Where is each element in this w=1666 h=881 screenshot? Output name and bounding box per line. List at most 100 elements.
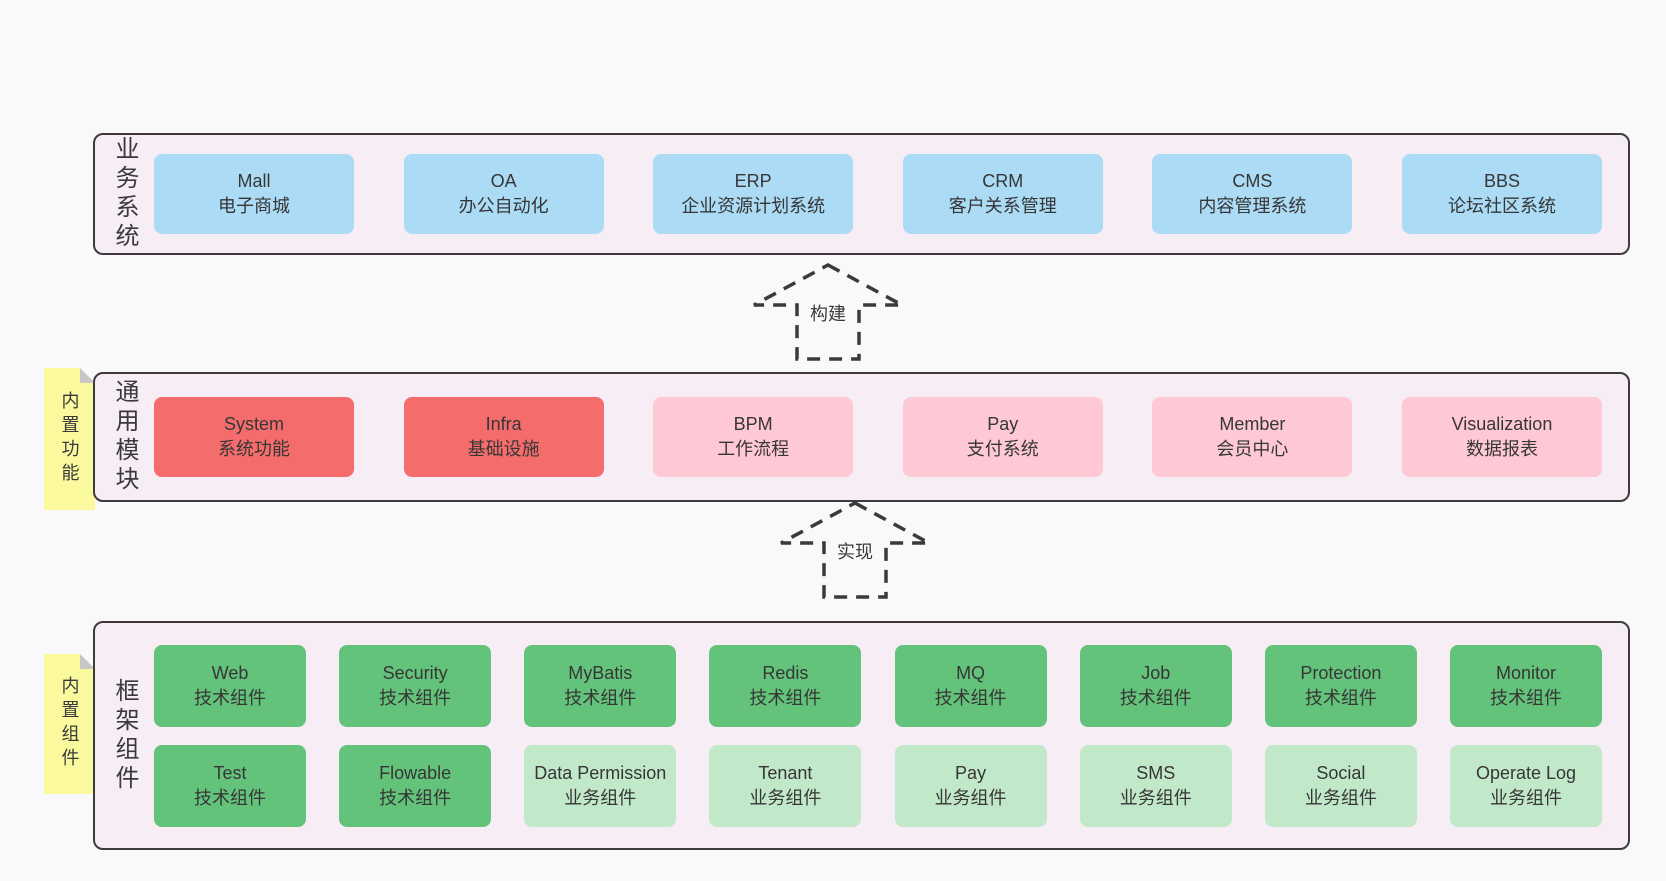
module-name: Protection (1300, 662, 1382, 683)
module-desc: 技术组件 (749, 687, 822, 708)
module-box-protection: Protection 技术组件 (1264, 644, 1417, 727)
module-desc: 技术组件 (934, 687, 1007, 708)
module-desc: 业务组件 (749, 787, 822, 808)
arrow-up-dashed-icon (780, 501, 930, 599)
module-name: Tenant (758, 762, 813, 783)
module-desc: 论坛社区系统 (1447, 196, 1556, 216)
module-box-erp: ERP 企业资源计划系统 (653, 154, 854, 234)
module-name: Job (1141, 662, 1171, 683)
module-name: System (223, 414, 284, 434)
sticky-note-builtin-features: 内置功能 (44, 368, 95, 510)
module-name: CRM (982, 171, 1024, 191)
box-row: Mall 电子商城 OA 办公自动化 ERP 企业资源计划系统 CRM 客户关系管理 CMS 内容… (154, 154, 1602, 234)
module-desc: 技术组件 (564, 687, 637, 708)
module-desc: 业务组件 (1304, 787, 1377, 808)
module-box-tenant: Tenant 业务组件 (709, 744, 862, 827)
layer-label-business-systems: 业务系统 (111, 136, 138, 252)
module-box-oa: OA 办公自动化 (403, 154, 604, 234)
module-name: Web (211, 662, 249, 683)
module-name: ERP (734, 171, 772, 191)
module-box-social: Social 业务组件 (1264, 744, 1417, 827)
implement-arrow-label: 实现 (831, 534, 879, 568)
module-name: MyBatis (568, 662, 633, 683)
business-systems-boxes: Mall 电子商城 OA 办公自动化 ERP 企业资源计划系统 CRM 客户关系管理 CMS 内容… (154, 154, 1602, 234)
module-box-cms: CMS 内容管理系统 (1152, 154, 1353, 234)
module-box-mq: MQ 技术组件 (894, 644, 1047, 727)
module-desc: 基础设施 (467, 439, 540, 459)
module-desc: 技术组件 (194, 687, 266, 708)
module-desc: 电子商城 (218, 196, 290, 216)
module-box-monitor: Monitor 技术组件 (1449, 644, 1602, 727)
build-arrow: 构建 (752, 262, 904, 362)
module-name: SMS (1136, 762, 1176, 783)
module-name: Visualization (1451, 414, 1553, 434)
module-name: Security (382, 662, 448, 683)
module-desc: 技术组件 (379, 687, 452, 708)
build-arrow-label: 构建 (804, 296, 852, 330)
module-box-security: Security 技术组件 (339, 644, 492, 727)
module-desc: 业务组件 (1119, 787, 1192, 808)
module-name: Member (1219, 414, 1286, 434)
implement-arrow: 实现 (779, 500, 931, 600)
module-name: Pay (955, 762, 987, 783)
module-box-test: Test 技术组件 (154, 744, 306, 827)
module-desc: 内容管理系统 (1198, 196, 1307, 216)
module-desc: 技术组件 (379, 787, 452, 808)
module-name: Test (213, 762, 247, 783)
module-name: Monitor (1495, 662, 1556, 683)
module-name: Infra (485, 414, 522, 434)
module-box-crm: CRM 客户关系管理 (902, 154, 1103, 234)
module-box-bpm: BPM 工作流程 (653, 397, 854, 477)
module-desc: 支付系统 (966, 439, 1039, 459)
module-box-job: Job 技术组件 (1079, 644, 1232, 727)
module-box-web: Web 技术组件 (154, 644, 306, 727)
module-name: Redis (762, 662, 809, 683)
module-name: Operate Log (1475, 762, 1577, 783)
layer-label-common-modules: 通用模块 (111, 379, 138, 495)
layer-label-framework-components: 框架组件 (111, 677, 138, 794)
module-box-infra: Infra 基础设施 (403, 397, 604, 477)
module-name: Flowable (379, 762, 452, 783)
module-desc: 企业资源计划系统 (681, 196, 826, 216)
module-box-operate-log: Operate Log 业务组件 (1449, 744, 1602, 827)
module-desc: 技术组件 (1489, 687, 1562, 708)
arrow-up-dashed-icon (753, 263, 903, 361)
module-desc: 业务组件 (1489, 787, 1562, 808)
module-desc: 系统功能 (218, 439, 290, 459)
module-desc: 工作流程 (717, 439, 790, 459)
module-box-system: System 系统功能 (154, 397, 354, 477)
module-box-mall: Mall 电子商城 (154, 154, 354, 234)
module-desc: 技术组件 (194, 787, 266, 808)
module-desc: 业务组件 (934, 787, 1007, 808)
module-box-flowable: Flowable 技术组件 (339, 744, 492, 827)
module-name: CMS (1232, 171, 1273, 191)
module-box-mybatis: MyBatis 技术组件 (524, 644, 677, 727)
module-name: Social (1316, 762, 1366, 783)
module-desc: 技术组件 (1119, 687, 1192, 708)
sticky-note-builtin-components: 内置组件 (44, 654, 95, 794)
layer-business-systems: 业务系统 Mall 电子商城 OA 办公自动化 ERP 企业资源计划系统 CRM 客户关系管理… (93, 133, 1630, 255)
module-name: OA (490, 171, 517, 191)
module-desc: 客户关系管理 (948, 196, 1057, 216)
module-desc: 业务组件 (564, 787, 637, 808)
module-name: MQ (956, 662, 986, 683)
module-desc: 办公自动化 (458, 196, 549, 216)
module-box-data-permission: Data Permission 业务组件 (524, 744, 677, 827)
module-name: Mall (237, 171, 271, 191)
module-desc: 技术组件 (1304, 687, 1377, 708)
module-box-redis: Redis 技术组件 (709, 644, 862, 727)
module-box-pay: Pay 业务组件 (894, 744, 1047, 827)
module-name: Data Permission (534, 762, 667, 783)
module-name: BPM (733, 414, 773, 434)
